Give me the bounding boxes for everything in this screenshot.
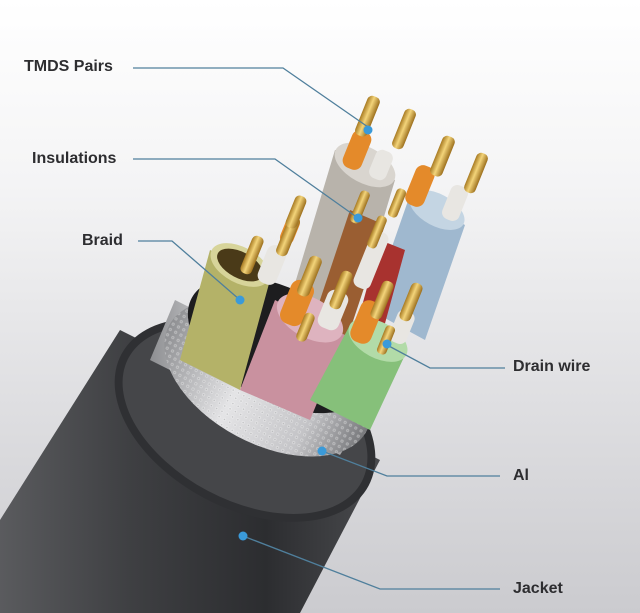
leader-tmds-pairs	[133, 67, 369, 128]
label-al: Al	[513, 467, 529, 484]
leader-jacket	[242, 535, 500, 590]
leader-insulations	[133, 158, 359, 219]
leader-dots	[235, 125, 392, 541]
tmds-pair-yellow	[180, 195, 307, 390]
tmds-pair-blue	[370, 135, 488, 340]
label-insulations: Insulations	[32, 150, 117, 167]
dot-al	[317, 446, 327, 456]
leader-braid	[138, 240, 241, 301]
label-braid: Braid	[82, 232, 123, 249]
label-jacket: Jacket	[513, 580, 563, 597]
dot-tmds-pairs	[363, 125, 373, 135]
leader-al	[321, 450, 500, 477]
dot-drain-wire	[382, 339, 392, 349]
leader-drain-wire	[386, 344, 505, 369]
dot-jacket	[238, 531, 248, 541]
tmds-pair-pink	[240, 255, 353, 420]
leader-lines	[133, 67, 505, 590]
label-drain-wire: Drain wire	[513, 358, 591, 375]
dot-braid	[235, 295, 245, 305]
label-tmds-pairs: TMDS Pairs	[24, 58, 113, 75]
dot-insulations	[353, 213, 363, 223]
